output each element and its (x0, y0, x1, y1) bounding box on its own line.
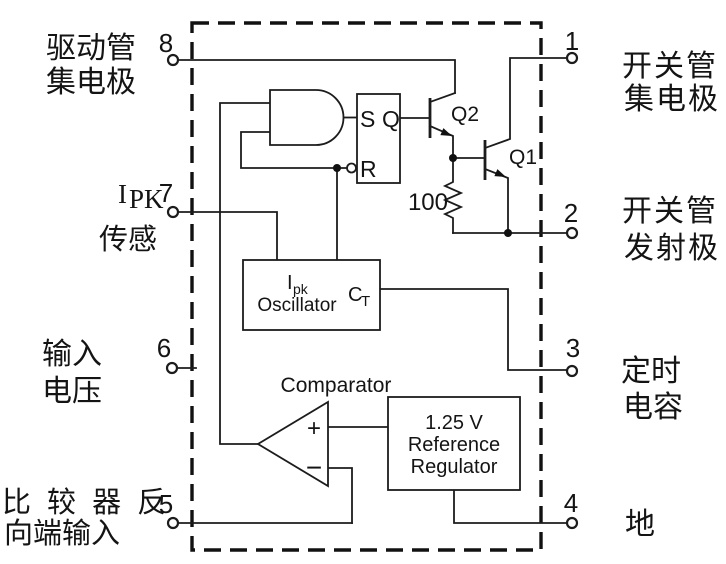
pin7-label-line2: 传感 (99, 223, 157, 256)
comparator-minus-wire (327, 467, 353, 524)
reference-label-line2: Reference (408, 434, 500, 456)
pin8-number: 8 (159, 28, 173, 58)
pin1-label-line2: 集电极 (624, 83, 720, 116)
pin4-wire-ref-ground (453, 489, 567, 524)
sr-latch-box (356, 93, 401, 184)
pin7-wire-to-oscillator (178, 211, 278, 261)
pin8-label-line1: 驱动管 (46, 32, 136, 65)
junction-dot-reset (333, 164, 341, 172)
comparator-label: Comparator (281, 374, 392, 397)
pin4-number: 4 (564, 488, 578, 518)
pin7-terminal (166, 205, 180, 219)
junction-dot-q2-emitter (449, 154, 457, 162)
pin6-number: 6 (157, 333, 171, 363)
oscillator-ct-subscript: T (361, 293, 370, 310)
q2-emitter (428, 124, 454, 159)
reference-label-line3: Regulator (411, 456, 498, 478)
pin8-wire (178, 59, 456, 94)
pin5-label-line1: 比 较 器 反 (2, 486, 170, 519)
pin1-terminal (565, 51, 579, 65)
pin4-terminal (565, 516, 579, 530)
pin5-number: 5 (159, 489, 173, 519)
latch-reset-label: R (360, 156, 377, 182)
and-gate (269, 89, 345, 146)
comparator-minus-sign: − (306, 452, 322, 483)
latch-set-label: S (360, 106, 375, 132)
q1-label: Q1 (509, 146, 537, 169)
pin2-label-line2: 发射极 (624, 232, 720, 265)
pin7-label-ipk: I (118, 179, 127, 209)
pin2-terminal (565, 226, 579, 240)
pin3-label-line1: 定时 (621, 355, 681, 388)
and-input-to-reset-wire (240, 131, 348, 169)
oscillator-ipk-subscript: pk (293, 281, 309, 297)
resistor-100-symbol (442, 157, 464, 234)
pin8-label-line2: 集电极 (46, 66, 136, 99)
pin3-label-line2: 电容 (623, 391, 683, 424)
oscillator-ipk-main: I (287, 272, 293, 294)
pin3-number: 3 (566, 333, 580, 363)
ic-boundary-dashed-box (190, 21, 543, 552)
reference-regulator-box (387, 396, 521, 491)
oscillator-name: Oscillator (257, 295, 337, 316)
comparator-plus-sign: + (307, 415, 321, 442)
pin1-wire-q1-collector (483, 57, 567, 150)
pin1-number: 1 (565, 26, 579, 56)
oscillator-ct-main: C (348, 284, 362, 306)
pin7-label-ipk-subscript: PK (129, 184, 164, 214)
comparator-triangle (256, 400, 329, 488)
q1-emitter (483, 167, 509, 234)
pin7-number: 7 (159, 178, 173, 208)
pin2-label-line1: 开关管 (622, 195, 718, 228)
resistor-value-label: 100 (408, 189, 448, 216)
reset-inverter-bubble (346, 162, 357, 174)
pin8-terminal (166, 53, 180, 67)
pin3-terminal (565, 364, 579, 378)
latch-output-label: Q (382, 106, 400, 132)
pin5-label-line2: 向端输入 (4, 517, 120, 550)
pin3-wire-ct (379, 288, 567, 371)
reference-voltage-label: 1.25 V (425, 412, 483, 434)
q2-emitter-arrow (440, 128, 452, 136)
pin6-label-line1: 输入 (42, 338, 102, 371)
pin6-label-line2: 电压 (42, 375, 102, 408)
pin1-label-line1: 开关管 (622, 50, 718, 83)
pin6-terminal (165, 361, 179, 375)
comparator-output-to-and-wire (219, 102, 271, 445)
pin5-terminal (166, 516, 180, 530)
q2-label: Q2 (451, 103, 479, 126)
oscillator-box (242, 259, 381, 331)
junction-dot-q1-emitter (504, 229, 512, 237)
pin4-label-line1: 地 (625, 508, 655, 541)
q1-emitter-arrow (494, 169, 506, 177)
q2-collector (428, 91, 457, 104)
pin2-number: 2 (564, 198, 578, 228)
